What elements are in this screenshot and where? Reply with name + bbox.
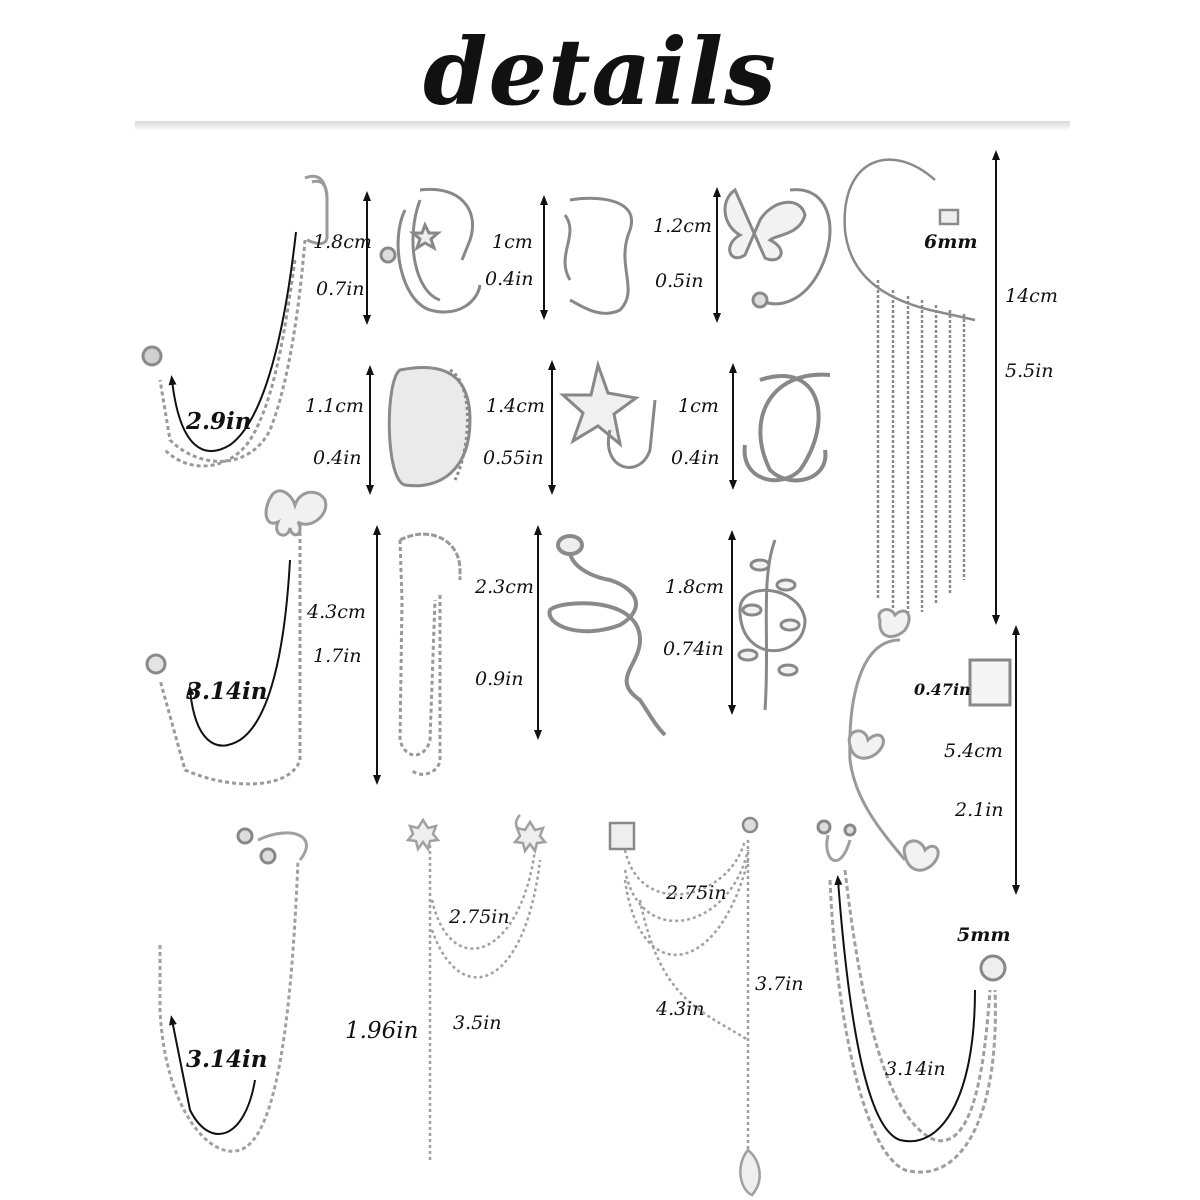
leaf-drop-pendant-chain: 3.7in: [755, 973, 804, 995]
twist-chain-length-cm: 4.3cm: [307, 601, 366, 623]
twist-chain-length-in: 1.7in: [313, 645, 362, 667]
leaf-drop-upper-chain: 2.75in: [666, 882, 727, 904]
wide-cuff-height-cm: 1.1cm: [305, 395, 364, 417]
tassel-crystal-size: 6mm: [924, 231, 978, 253]
star-drop-pendant-chain: 1.96in: [345, 1018, 419, 1044]
stud-crystal-size: 5mm: [957, 924, 1011, 946]
star-drop-lower-chain: 3.5in: [453, 1012, 502, 1034]
wave-cuff-height-cm: 1cm: [492, 231, 533, 253]
tassel-ear-climber: [843, 158, 976, 615]
twist-chain-cuff: [398, 532, 462, 776]
butterfly-ear-climber: [847, 608, 1012, 872]
butterfly-chain-cuff: [145, 489, 328, 786]
snake-cuff-length-cm: 2.3cm: [475, 576, 534, 598]
cross-cuff-height-in: 0.4in: [671, 447, 720, 469]
starfish-cuff-height-in: 0.55in: [483, 447, 544, 469]
butterfly-cuff-height-cm: 1.2cm: [653, 215, 712, 237]
butterfly-cuff: [723, 187, 832, 309]
wave-cuff: [563, 196, 634, 315]
leaf-cuff-length-in: 0.74in: [663, 638, 724, 660]
wide-cuff-height-in: 0.4in: [313, 447, 362, 469]
threader-chain-cuff: [158, 827, 308, 1153]
star-cuff: [379, 187, 482, 314]
snake-cuff-length-in: 0.9in: [475, 668, 524, 690]
tassel-length-cm: 14cm: [1005, 285, 1058, 307]
starfish-cuff-height-cm: 1.4cm: [486, 395, 545, 417]
snake-cuff: [547, 534, 667, 737]
measure-arrow: [168, 231, 297, 453]
chain-ear-cuff: [141, 174, 329, 468]
climber-butterfly-size: 0.47in: [914, 680, 971, 699]
leaf-drop-lower-chain: 4.3in: [656, 998, 705, 1020]
threader-chain-length: 3.14in: [186, 1046, 268, 1073]
stud-chain-cuff: [816, 819, 1007, 1174]
leaf-drop-earring: [608, 816, 761, 1197]
butterfly-chain-length: 3.14in: [186, 678, 268, 705]
wave-cuff-height-in: 0.4in: [485, 268, 534, 290]
cross-cuff: [742, 372, 831, 483]
climber-length-in: 2.1in: [955, 799, 1004, 821]
wide-cuff: [387, 365, 472, 488]
stud-chain-length: 3.14in: [885, 1058, 946, 1080]
title-divider: [135, 121, 1070, 131]
page-title: details: [423, 18, 777, 126]
tassel-length-in: 5.5in: [1005, 360, 1054, 382]
star-cuff-height-in: 0.7in: [316, 278, 365, 300]
starfish-cuff: [559, 359, 657, 469]
chain-ear-cuff-length: 2.9in: [186, 408, 252, 435]
leaf-cuff: [737, 539, 807, 711]
leaf-cuff-length-cm: 1.8cm: [665, 576, 724, 598]
star-cuff-height-cm: 1.8cm: [313, 231, 372, 253]
star-drop-earring: [405, 814, 548, 1160]
climber-length-cm: 5.4cm: [944, 740, 1003, 762]
butterfly-cuff-height-in: 0.5in: [655, 270, 704, 292]
cross-cuff-height-cm: 1cm: [678, 395, 719, 417]
star-drop-upper-chain: 2.75in: [449, 906, 510, 928]
